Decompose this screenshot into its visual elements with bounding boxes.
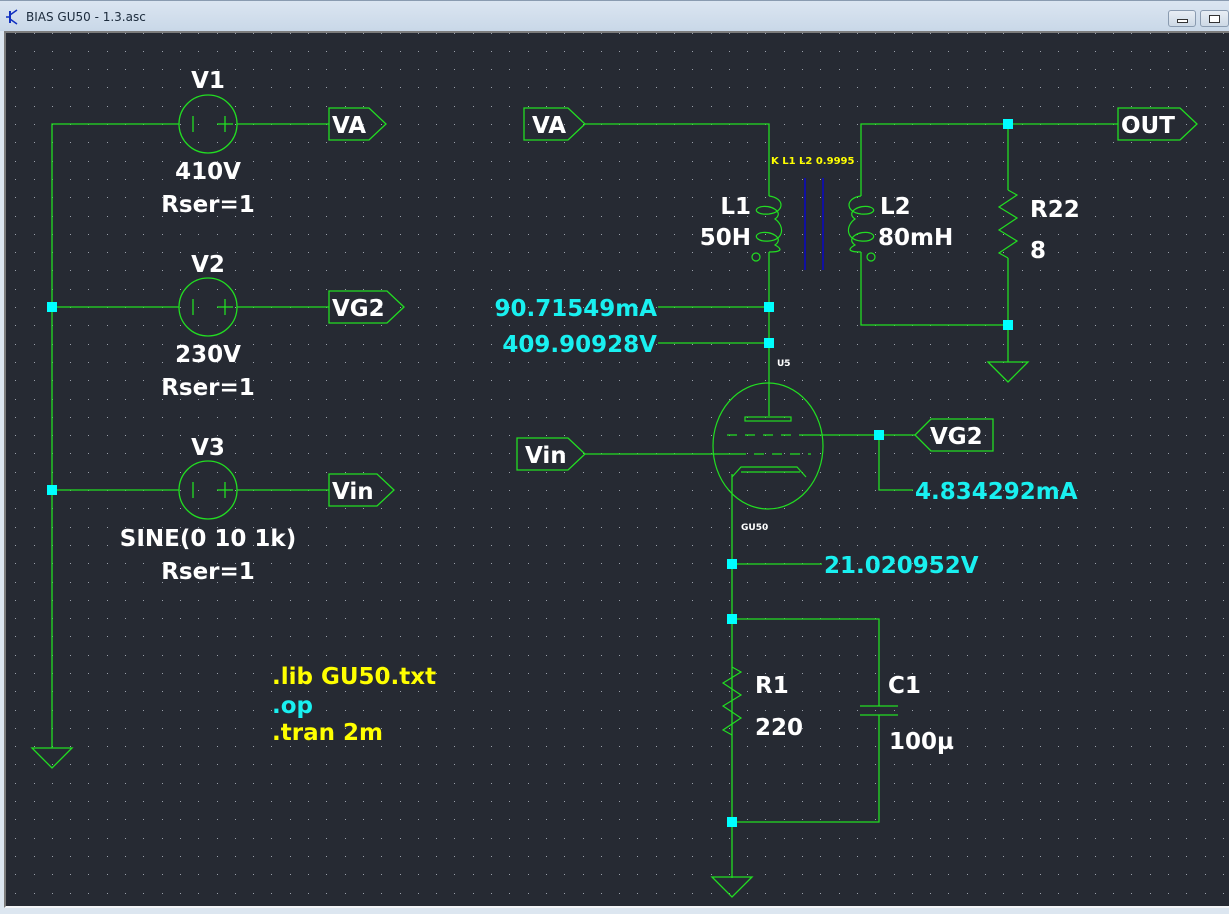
wire <box>51 123 179 748</box>
v2-value: 230V <box>175 342 241 368</box>
junctions <box>47 119 1013 827</box>
wire <box>860 123 1118 196</box>
window-title: BIAS GU50 - 1.3.asc <box>26 10 146 24</box>
anode-voltage-readout: 409.90928V <box>502 332 657 358</box>
screen-current-readout: 4.834292mA <box>915 479 1078 505</box>
transistor-icon <box>6 9 18 25</box>
v3-value: SINE(0 10 1k) <box>120 526 296 552</box>
v2-name: V2 <box>191 252 225 278</box>
junction-dot <box>727 559 737 569</box>
r22-name: R22 <box>1030 197 1080 223</box>
status-strip <box>0 908 1229 914</box>
c1-name: C1 <box>888 673 921 699</box>
restore-icon <box>1209 15 1220 23</box>
op-directive[interactable]: .op <box>272 693 313 719</box>
grid-dots <box>15 33 1224 894</box>
r22-value: 8 <box>1030 238 1046 264</box>
v3-name: V3 <box>191 435 225 461</box>
ground-icon <box>986 361 1030 383</box>
l2-name: L2 <box>880 194 911 220</box>
junction-dot <box>764 338 774 348</box>
net-flag-va-right[interactable] <box>523 107 586 141</box>
r1-name: R1 <box>755 673 789 699</box>
net-flag-vin-left[interactable] <box>328 473 395 507</box>
capacitor-c1[interactable] <box>860 705 898 716</box>
inductor-l1[interactable] <box>751 195 783 262</box>
net-flag-out[interactable] <box>1117 107 1198 141</box>
coupling-directive[interactable]: K L1 L2 0.9995 <box>771 156 854 167</box>
v1-value: 410V <box>175 159 241 185</box>
net-label-vin-right: Vin <box>525 443 567 469</box>
net-flag-vg2-right[interactable] <box>914 418 994 452</box>
r1-value: 220 <box>755 715 803 741</box>
net-flag-va-left[interactable] <box>328 107 387 141</box>
ground-icon <box>30 747 74 769</box>
junction-dot <box>47 302 57 312</box>
wire <box>860 252 1008 326</box>
junction-dot <box>727 614 737 624</box>
net-flag-vg2-left[interactable] <box>328 290 405 324</box>
net-label-va-right: VA <box>532 113 566 139</box>
wire <box>878 435 913 491</box>
tube-u5[interactable] <box>712 382 824 510</box>
v2-rser: Rser=1 <box>161 375 255 401</box>
inductor-l2[interactable] <box>847 195 876 262</box>
net-label-vin-left: Vin <box>332 479 374 505</box>
tran-directive[interactable]: .tran 2m <box>272 720 383 746</box>
voltage-source-v2[interactable] <box>178 277 238 337</box>
v1-rser: Rser=1 <box>161 192 255 218</box>
net-label-vg2-left: VG2 <box>332 296 385 322</box>
minimize-button[interactable] <box>1168 10 1196 27</box>
junction-dot <box>47 485 57 495</box>
resistor-r1[interactable] <box>721 666 743 736</box>
junction-dot <box>727 817 737 827</box>
schematic-canvas[interactable] <box>4 31 1229 908</box>
c1-value: 100µ <box>889 729 954 755</box>
lib-directive[interactable]: .lib GU50.txt <box>272 664 436 690</box>
junction-dot <box>764 302 774 312</box>
net-flag-vin-right[interactable] <box>516 437 586 471</box>
wire <box>732 715 880 823</box>
voltage-source-v1[interactable] <box>178 94 238 154</box>
junction-dot <box>874 430 884 440</box>
wires <box>51 123 1118 878</box>
net-label-out: OUT <box>1121 113 1175 139</box>
l1-value: 50H <box>700 225 751 251</box>
v3-rser: Rser=1 <box>161 559 255 585</box>
resistor-r22[interactable] <box>997 189 1019 259</box>
cathode-voltage-readout: 21.020952V <box>824 553 979 579</box>
u5-name: U5 <box>777 359 791 369</box>
wire <box>585 123 770 196</box>
junction-dot <box>1003 320 1013 330</box>
title-bar: BIAS GU50 - 1.3.asc <box>0 0 1229 31</box>
u5-model: GU50 <box>741 523 768 533</box>
ground-icon <box>710 876 754 898</box>
restore-button[interactable] <box>1200 10 1229 27</box>
transformer-core <box>804 178 824 270</box>
minimize-icon <box>1177 19 1188 23</box>
voltage-source-v3[interactable] <box>178 460 238 520</box>
l1-name: L1 <box>720 194 751 220</box>
l2-value: 80mH <box>878 225 953 251</box>
anode-current-readout: 90.71549mA <box>494 296 657 322</box>
wire <box>732 618 880 706</box>
v1-name: V1 <box>191 68 225 94</box>
net-label-va-left: VA <box>332 113 366 139</box>
net-label-vg2-right: VG2 <box>930 424 983 450</box>
junction-dot <box>1003 119 1013 129</box>
